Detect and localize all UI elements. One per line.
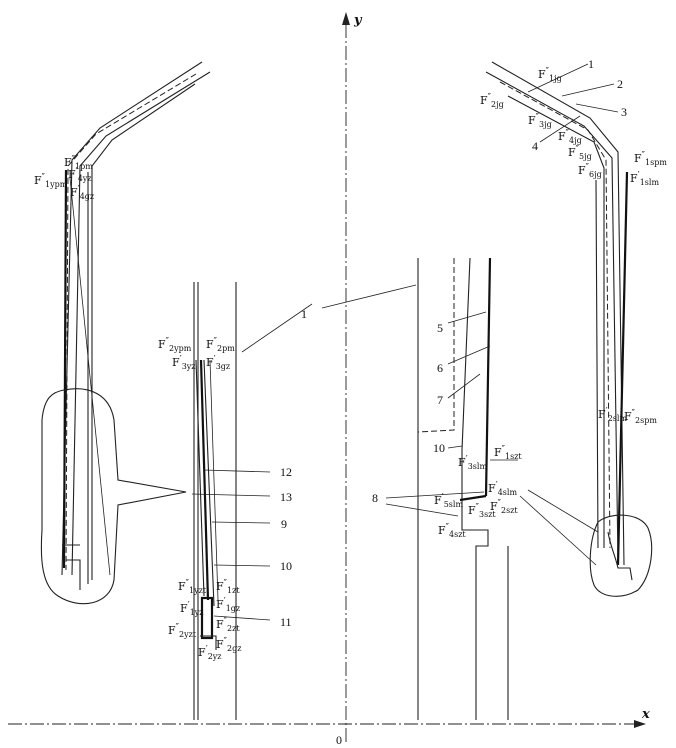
force-label-4slm: F′4slm (488, 481, 517, 497)
callout-12: 12 (280, 465, 292, 479)
callout-7: 7 (437, 393, 443, 407)
force-label-3szt: F″3szt (468, 503, 496, 519)
force-label-1slm: F′1slm (630, 171, 659, 187)
callout-3: 3 (621, 105, 627, 119)
force-label-1gz: F′1gz (216, 597, 240, 613)
force-label-1ypm: F″1ypm (34, 173, 68, 189)
callout-11: 11 (280, 615, 292, 629)
force-label-1jg: F″1jg (538, 67, 562, 83)
force-label-2pm: F″2pm (206, 337, 235, 353)
force-label-2gz: F″2gz (216, 637, 241, 653)
origin-label: 0 (336, 733, 342, 747)
force-label-4szt: F″4szt (438, 523, 466, 539)
callout-5: 5 (437, 321, 443, 335)
callout-6: 6 (437, 361, 443, 375)
right-door-frame (485, 61, 653, 597)
force-label-2szt: F″2szt (490, 499, 518, 515)
force-label-2yz: F′2yz (198, 645, 222, 661)
callout-9: 9 (281, 517, 287, 531)
force-label-5jg: F″5jg (568, 145, 592, 161)
force-label-2spm: F″2spm (624, 409, 657, 425)
axes: y x 0 (8, 12, 650, 747)
callout-1: 1 (588, 57, 594, 71)
y-axis-arrow-icon (342, 12, 350, 25)
force-label-1yzt: F″1yzt (178, 579, 207, 595)
force-label-2zt: F″2zt (216, 617, 240, 633)
left-detail (193, 282, 237, 720)
force-label-1yz: F′1yz (180, 601, 204, 617)
callout-8: 8 (372, 491, 378, 505)
right-detail (417, 257, 509, 720)
callout-10-left: 10 (280, 559, 292, 573)
x-axis-arrow-icon (634, 720, 646, 728)
force-label-3gz: F′3gz (206, 355, 230, 371)
x-axis-label: x (641, 707, 650, 722)
callout-1-left: 1 (301, 307, 307, 321)
force-label-1pm: F″1pm (64, 155, 93, 171)
left-door-frame (40, 61, 211, 605)
force-label-1szt: F″1szt (494, 445, 522, 461)
callout-numbers: 1 1 2 3 4 5 6 7 8 9 10 10 11 12 13 (280, 57, 627, 629)
force-label-4yz: F′4yz (68, 167, 92, 183)
callout-2: 2 (617, 77, 623, 91)
force-label-2yzt: F″2yzt (168, 623, 197, 639)
force-label-3jg: F″3jg (528, 113, 552, 129)
callout-10-right: 10 (433, 441, 445, 455)
force-label-1spm: F″1spm (634, 151, 667, 167)
force-label-4jg: F″4jg (558, 129, 582, 145)
y-axis-label: y (353, 13, 363, 28)
force-label-3yz: F′3yz (172, 355, 196, 371)
force-label-3slm: F′3slm (458, 455, 487, 471)
callout-13: 13 (280, 490, 292, 504)
force-label-1zt: F″1zt (216, 579, 240, 595)
force-label-5slm: F′5slm (434, 493, 463, 509)
callout-4: 4 (532, 139, 538, 153)
force-label-4gz: F′4gz (70, 185, 94, 201)
force-label-2jg: F″2jg (480, 93, 504, 109)
callout-leaders (191, 63, 619, 621)
force-label-2slm: F′2slm (598, 407, 627, 423)
force-label-6jg: F″6jg (578, 163, 602, 179)
force-label-2ypm: F″2ypm (158, 337, 192, 353)
